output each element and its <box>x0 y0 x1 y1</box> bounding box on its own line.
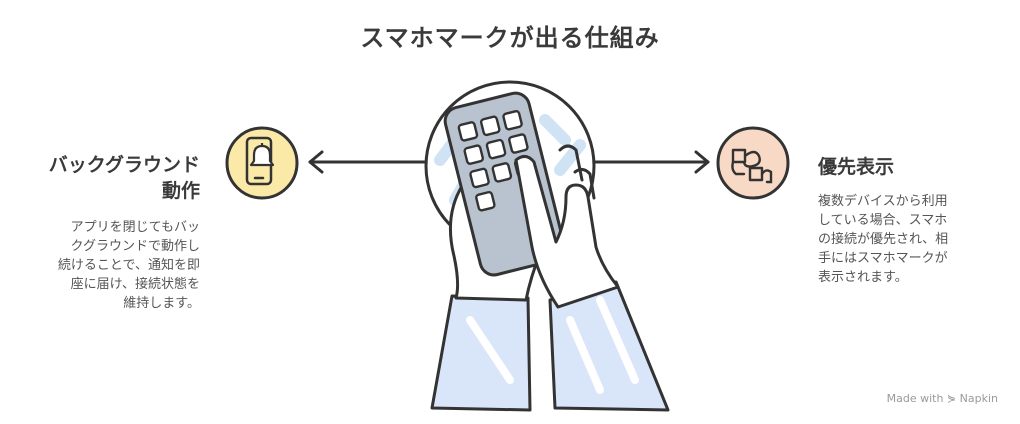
left-body-line: 続けることで、通知を即 <box>57 258 200 273</box>
right-body-line: の接続が優先され、相 <box>818 232 949 247</box>
right-heading: 優先表示 <box>818 156 895 178</box>
left-description: アプリを閉じてもバッ クグラウンドで動作し 続けることで、通知を即 座に届け、接… <box>22 218 200 313</box>
right-body-line: 手にはスマホマークが <box>818 251 948 266</box>
right-body-line: 複数デバイスから利用 <box>818 194 948 209</box>
right-arrow <box>588 150 710 174</box>
left-heading-line1: バックグラウンド <box>48 154 200 176</box>
linked-devices-icon <box>716 126 790 200</box>
phone-in-hands-illustration <box>424 80 670 412</box>
left-body-line: アプリを閉じてもバッ <box>70 220 200 235</box>
right-description: 複数デバイスから利用 している場合、スマホ の接続が優先され、相 手にはスマホマ… <box>818 192 988 287</box>
left-body-line: 維持します。 <box>123 296 200 311</box>
left-body-line: クグラウンドで動作し <box>70 239 200 254</box>
left-heading-line2: 動作 <box>161 180 200 202</box>
napkin-watermark: Made with ⋟ Napkin <box>886 392 998 405</box>
left-body-line: 座に届け、接続状態を <box>70 277 200 292</box>
page-title: スマホマークが出る仕組み <box>360 24 660 52</box>
left-heading: バックグラウンド 動作 <box>20 152 200 204</box>
phone-bell-icon <box>225 126 299 200</box>
right-body-line: している場合、スマホ <box>818 213 948 228</box>
right-body-line: 表示されます。 <box>818 270 908 285</box>
left-arrow <box>308 150 432 174</box>
